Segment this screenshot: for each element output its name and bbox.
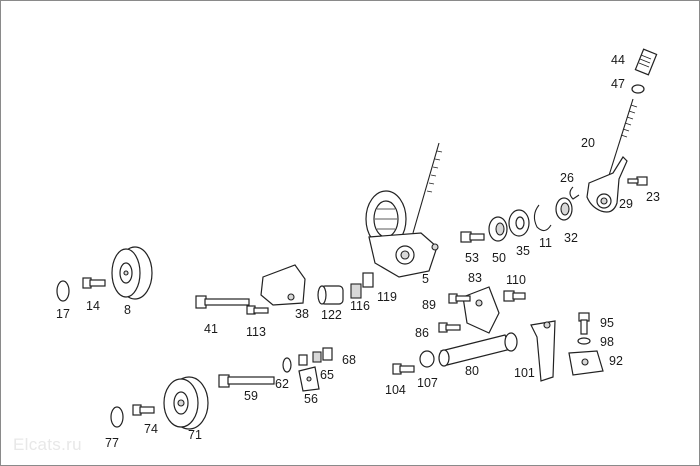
label-101: 101 [514, 366, 535, 380]
label-74: 74 [144, 422, 158, 436]
label-107: 107 [417, 376, 438, 390]
part-86-bolt [438, 322, 461, 333]
label-32: 32 [564, 231, 578, 245]
part-26-clip [569, 186, 580, 200]
part-119-nut [362, 272, 374, 288]
part-35-washer [508, 209, 530, 237]
label-122: 122 [321, 308, 342, 322]
label-116: 116 [350, 299, 370, 313]
part-41-bolt [195, 295, 250, 309]
part-44-cap [634, 48, 658, 76]
part-104-bolt [392, 363, 415, 375]
part-68-nuts [312, 347, 333, 363]
label-17: 17 [56, 307, 70, 321]
label-8: 8 [124, 303, 131, 317]
label-23: 23 [646, 190, 660, 204]
label-98: 98 [600, 335, 614, 349]
label-5: 5 [422, 272, 429, 286]
label-14: 14 [86, 299, 100, 313]
label-53: 53 [465, 251, 479, 265]
label-95: 95 [600, 316, 614, 330]
label-110: 110 [506, 273, 526, 287]
part-23-screw [627, 176, 648, 186]
part-62-washer [282, 357, 292, 373]
label-29: 29 [619, 197, 633, 211]
label-119: 119 [377, 290, 397, 304]
part-71-pulley [163, 376, 209, 430]
label-47: 47 [611, 77, 625, 91]
part-113-bolt [246, 305, 269, 315]
part-95-bolt [578, 312, 590, 335]
label-113: 113 [246, 325, 266, 339]
label-20: 20 [581, 136, 595, 150]
part-92-fork [568, 350, 604, 376]
label-59: 59 [244, 389, 258, 403]
label-83: 83 [468, 271, 482, 285]
part-11-circlip [533, 204, 552, 232]
label-89: 89 [422, 298, 436, 312]
part-8-pulley [111, 246, 153, 300]
part-32-bearing [555, 197, 573, 221]
part-47-ring [631, 84, 645, 94]
label-80: 80 [465, 364, 479, 378]
part-65-nut [298, 354, 308, 366]
label-65: 65 [320, 368, 334, 382]
label-86: 86 [415, 326, 429, 340]
part-38-bracket [260, 264, 306, 306]
part-116-nut [350, 283, 362, 299]
label-41: 41 [204, 322, 218, 336]
part-110-bolt [503, 290, 526, 302]
part-59-bolt [218, 374, 275, 388]
part-77-ring [110, 406, 124, 428]
part-29-lever [586, 156, 628, 213]
part-98-washer [577, 337, 591, 345]
label-77: 77 [105, 436, 119, 450]
label-50: 50 [492, 251, 506, 265]
part-83-bracket [462, 286, 500, 334]
part-80-damper [438, 332, 518, 367]
label-92: 92 [609, 354, 623, 368]
label-71: 71 [188, 428, 202, 442]
part-17-ring [56, 280, 70, 302]
label-68: 68 [342, 353, 356, 367]
label-38: 38 [295, 307, 309, 321]
part-89-bolt [448, 293, 471, 304]
part-122-sleeve [317, 285, 344, 305]
part-56-bracket [298, 366, 320, 392]
part-50-bushing [488, 216, 508, 242]
label-104: 104 [385, 383, 406, 397]
label-56: 56 [304, 392, 318, 406]
label-62: 62 [275, 377, 289, 391]
label-11: 11 [539, 236, 552, 250]
part-14-bolt [82, 277, 106, 289]
part-107-washer [419, 350, 435, 368]
part-5-tensioner [365, 142, 443, 278]
watermark: Elcats.ru [13, 435, 82, 454]
label-44: 44 [611, 53, 625, 67]
part-53-bolt [460, 231, 485, 243]
part-101-arm [530, 320, 556, 382]
part-74-bolt [132, 404, 155, 416]
label-26: 26 [560, 171, 574, 185]
label-35: 35 [516, 244, 530, 258]
